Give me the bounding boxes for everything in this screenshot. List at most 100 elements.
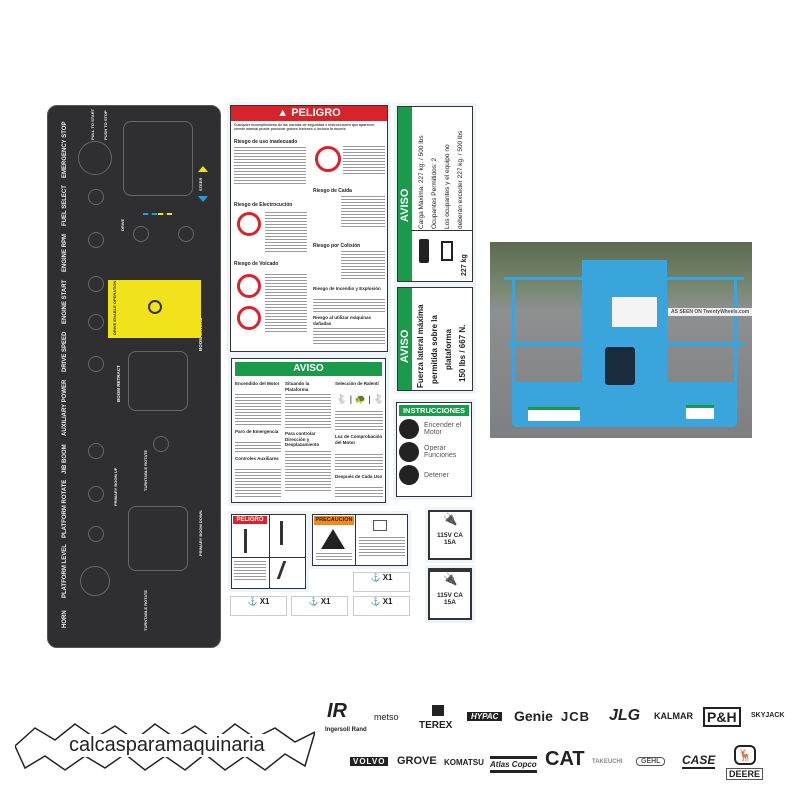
boom-up-icon (280, 521, 294, 545)
horn-hole (80, 566, 110, 596)
load-icon-area: 227 kg (411, 230, 473, 280)
load-line: deberán exceder 227 kg. / 500 lbs (457, 130, 464, 229)
label-turntable-rotate: TURNTABLE ROTATE (143, 589, 148, 631)
aviso-header: AVISO (399, 188, 411, 222)
force-line: 150 lbs / 667 N. (458, 324, 467, 382)
label-jib-boom: JIB BOOM (62, 444, 68, 474)
boom-down-icon (276, 561, 298, 579)
tiedown-label: X1 (320, 597, 331, 606)
aviso-operation-decal: AVISO Encendido del Motor Paro de Emerge… (231, 358, 386, 503)
label-drive-speed: DRIVE SPEED (62, 331, 68, 372)
yellow-drive-enable-label: DRIVE ENABLE OPERATION (108, 280, 201, 338)
section-heading: Paro de Emergencia (235, 429, 279, 434)
machine-photo: AS SEEN ON TwentyWheels.com (490, 242, 752, 438)
brand-logo: DEERE (726, 768, 764, 780)
tiedown-decal: ⚓ X1 (291, 596, 348, 616)
label-drive: DRIVE (120, 218, 125, 231)
tiedown-decal: ⚓ X1 (353, 596, 410, 616)
plug-icon: 🔌 (442, 512, 458, 526)
section-heading: Riesgo de Incendio y Explosión (313, 286, 381, 291)
steer-down-arrow-icon (198, 196, 208, 202)
label-engine-start: ENGINE START (62, 279, 68, 324)
label-steer: STEER (198, 177, 203, 191)
tiedown-icon: ⚓ (247, 597, 260, 606)
label-auxiliary-power: AUXILIARY POWER (62, 379, 68, 436)
brand-logo: metso (374, 712, 399, 722)
tiedown-decal: ⚓ X1 (230, 596, 287, 616)
outlet-amps: 15A (444, 539, 456, 546)
brand-logo: CAT (545, 748, 585, 770)
aviso-force-decal: AVISO Fuerza lateral máxima permitida so… (397, 287, 473, 391)
precaucion-decal: PRECAUCION (312, 514, 408, 566)
drive-joystick-cutout (123, 121, 193, 196)
label-platform-level: PLATFORM LEVEL (62, 544, 68, 598)
brand-name: calcasparamaquinaria (65, 734, 269, 757)
brand-logo: Genie (514, 708, 553, 724)
instruction-item: Operar Funciones (424, 445, 457, 459)
control-panel-decal: EMERGENCY STOP FUEL SELECT ENGINE RPM EN… (47, 105, 221, 648)
boom-joystick-cutout (128, 351, 188, 411)
rpm-hole (88, 232, 104, 248)
drive-forward-arrow-icon (158, 213, 172, 215)
boom-operator-icon (244, 529, 256, 553)
instruction-item: Detener (424, 471, 449, 479)
manual-book-icon (373, 520, 387, 531)
force-line: Fuerza lateral máxima (416, 304, 425, 388)
label-fuel-select: FUEL SELECT (62, 185, 68, 226)
rotate-hole (88, 486, 104, 502)
no-overreach-icon (315, 146, 341, 172)
peligro-main-decal: ▲ PELIGRO Cualquier incumplimiento de la… (230, 105, 388, 352)
label-push-to-stop: PUSH TO STOP (103, 110, 108, 140)
brand-logo: KOMATSU (444, 758, 484, 767)
instrucciones-decal: INSTRUCCIONES Encender el Motor Operar F… (396, 402, 472, 497)
label-pull-to-start: PULL TO START (90, 108, 95, 140)
operate-functions-icon (399, 442, 419, 462)
tiedown-label: X1 (259, 597, 270, 606)
outlet-voltage: 115V CA (436, 532, 464, 539)
deer-icon: 🦌 (734, 745, 756, 765)
peligro-small-header: PELIGRO (233, 516, 267, 524)
idle-select-icons: 🐇 | 🐢 | 🐇 (336, 394, 385, 404)
fuel-select-hole (88, 189, 104, 205)
key-start-icon (399, 419, 419, 439)
brand-logo: JCB (561, 709, 591, 724)
brand-logo: JLG (609, 707, 641, 724)
brand-logo: Atlas Copco (490, 756, 537, 773)
warning-triangle-icon: ▲ (277, 107, 289, 119)
section-heading: Riesgo de Caída (313, 188, 352, 194)
force-line: permitida sobre la (430, 315, 439, 384)
spare-hole (133, 226, 149, 242)
outlet-decal: 🔌 115V CA 15A (428, 510, 472, 560)
section-heading: Luz de Comprobación del Motor (335, 434, 383, 445)
spare-hole (178, 226, 194, 242)
photo-decal (612, 297, 657, 327)
occupants-icon (419, 239, 429, 263)
label-primary-boom-up: PRIMARY BOOM UP (113, 467, 118, 506)
load-icon-caption: 227 kg (461, 254, 468, 276)
label-turntable-rotate: TURNTABLE ROTATE (143, 449, 148, 491)
section-heading: Selección de Ralentí (335, 381, 379, 386)
load-line: Carga Máxima: 227 kg. / 500 lbs (418, 135, 425, 229)
section-heading: Controles Auxiliares (235, 456, 279, 461)
drive-back-arrow-icon (143, 213, 157, 215)
drive-speed-hole (88, 356, 104, 372)
label-emergency-stop: EMERGENCY STOP (62, 121, 68, 178)
section-heading: Riesgo de Electrocución (234, 202, 293, 208)
tire-tread-icon (14, 723, 317, 771)
photo-watermark: AS SEEN ON TwentyWheels.com (668, 308, 752, 316)
instruction-item: Encender el Motor (424, 422, 462, 436)
spare-hole (153, 436, 169, 452)
calcas-logo: calcasparamaquinaria (14, 718, 317, 774)
section-heading: Para controlar Dirección y Desplazamient… (285, 431, 320, 447)
brand-logo: HYPAC (467, 712, 503, 721)
no-tipover-icon (237, 274, 261, 298)
brand-logo: VOLVO (350, 757, 389, 766)
brand-logo: P&H (703, 707, 741, 727)
tiedown-icon: ⚓ (370, 573, 383, 582)
jib-hole (88, 443, 104, 459)
tiedown-icon: ⚓ (308, 597, 321, 606)
instrucciones-header: INSTRUCCIONES (399, 405, 469, 416)
brand-logo: Ingersoll Rand (325, 727, 367, 733)
controller-box (605, 347, 635, 385)
aviso-header: AVISO (399, 329, 411, 363)
